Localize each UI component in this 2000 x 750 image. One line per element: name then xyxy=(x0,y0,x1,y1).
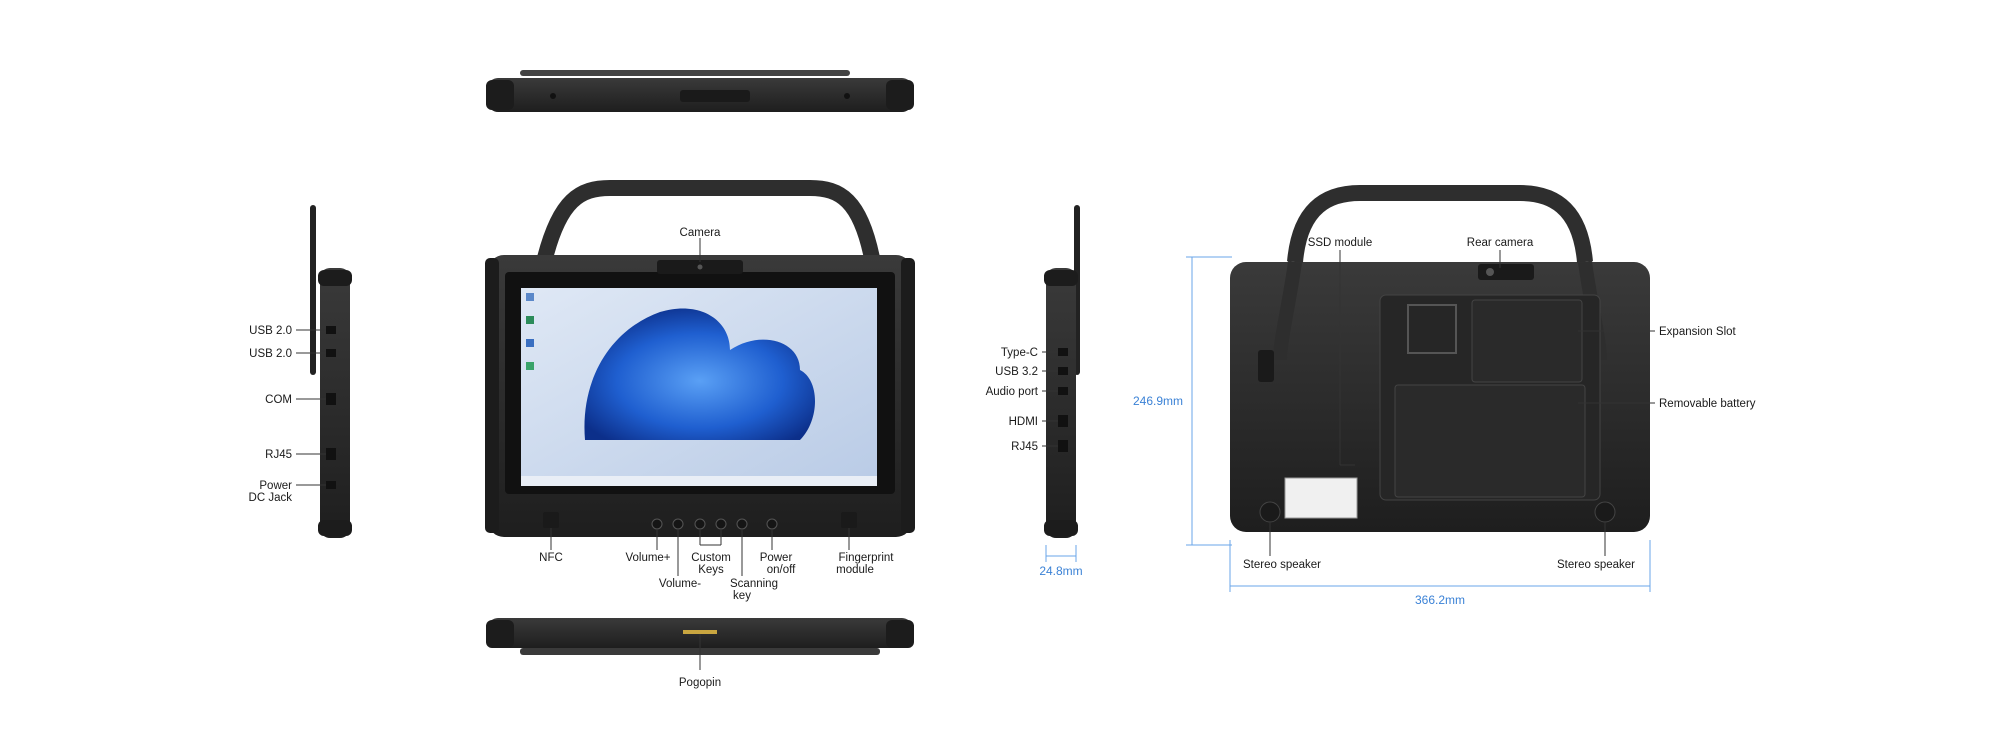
top-view xyxy=(486,70,914,112)
rj45-port xyxy=(1058,440,1068,452)
fingerprint-label-2: module xyxy=(836,564,874,576)
width-dimension: 366.2mm xyxy=(1415,593,1465,607)
expansion-slot-cover xyxy=(1471,299,1583,383)
height-dimension: 246.9mm xyxy=(1133,394,1183,408)
usb32-port xyxy=(1058,367,1068,375)
typec-label: Type-C xyxy=(1001,347,1038,359)
top-vent xyxy=(680,90,750,102)
speaker-right xyxy=(1594,501,1616,523)
audio-label: Audio port xyxy=(986,386,1039,398)
rj45-left-label: RJ45 xyxy=(265,449,292,461)
desktop-icon xyxy=(526,362,534,370)
custom-keys-label-2: Keys xyxy=(698,564,724,576)
power-label-1: Power xyxy=(760,552,793,564)
pogopin-connector xyxy=(683,630,717,634)
camera-label: Camera xyxy=(680,227,722,239)
logo-mark xyxy=(1407,304,1457,354)
power-dc-label-1: Power xyxy=(259,480,292,492)
expansion-label: Expansion Slot xyxy=(1659,326,1737,338)
carry-handle xyxy=(537,180,880,261)
custom-keys-label-1: Custom xyxy=(691,552,731,564)
com-port xyxy=(326,393,336,405)
speaker-left-label: Stereo speaker xyxy=(1243,559,1321,571)
nfc-pad xyxy=(543,512,559,528)
scanning-key-label-2: key xyxy=(733,590,751,602)
ssd-label: SSD module xyxy=(1308,237,1373,249)
usb-port xyxy=(326,349,336,357)
antenna xyxy=(310,205,316,375)
volume-plus-label: Volume+ xyxy=(625,552,670,564)
back-view xyxy=(1230,185,1650,532)
desktop-icon xyxy=(526,316,534,324)
rear-camera-lens-icon xyxy=(1486,268,1494,276)
hdmi-port xyxy=(1058,415,1068,427)
fingerprint-sensor xyxy=(841,512,857,528)
right-side-view xyxy=(1044,205,1080,538)
thickness-dimension: 24.8mm xyxy=(1039,564,1082,578)
volume-minus-button[interactable] xyxy=(672,518,684,530)
hdmi-label: HDMI xyxy=(1009,416,1038,428)
windows-bloom-wallpaper xyxy=(584,308,815,440)
volume-minus-label: Volume- xyxy=(659,578,701,590)
scanning-key[interactable] xyxy=(736,518,748,530)
audio-port xyxy=(1058,387,1068,395)
taskbar xyxy=(521,476,877,486)
power-dc-label-2: DC Jack xyxy=(249,492,293,504)
camera-lens-icon xyxy=(697,264,703,270)
battery-cover xyxy=(1394,384,1586,498)
scanning-key-label-1: Scanning xyxy=(730,578,778,590)
usb32-label: USB 3.2 xyxy=(995,366,1038,378)
pogopin-label: Pogopin xyxy=(679,677,721,689)
front-view xyxy=(485,180,915,537)
rj45-right-label: RJ45 xyxy=(1011,441,1038,453)
dc-jack xyxy=(326,481,336,489)
product-label xyxy=(1284,477,1358,519)
rear-camera-label: Rear camera xyxy=(1467,237,1534,249)
custom-key-2[interactable] xyxy=(715,518,727,530)
speaker-left xyxy=(1259,501,1281,523)
fingerprint-label-1: Fingerprint xyxy=(839,552,895,564)
left-side-view xyxy=(310,205,352,538)
rear-handle xyxy=(1287,185,1593,263)
desktop-icon xyxy=(526,293,534,301)
type-c-port xyxy=(1058,348,1068,356)
power-label-2: on/off xyxy=(767,564,796,576)
volume-plus-button[interactable] xyxy=(651,518,663,530)
nfc-label: NFC xyxy=(539,552,563,564)
callout-lines xyxy=(296,238,1655,670)
usb-port xyxy=(326,326,336,334)
battery-label: Removable battery xyxy=(1659,398,1756,410)
rear-camera-housing xyxy=(1478,264,1534,280)
labels: Camera NFC Volume+ Volume- Custom Keys S… xyxy=(249,227,1756,689)
speaker-right-label: Stereo speaker xyxy=(1557,559,1635,571)
usb1-label: USB 2.0 xyxy=(249,325,292,337)
desktop-icon xyxy=(526,339,534,347)
dimension-lines xyxy=(1045,256,1651,592)
custom-key-1[interactable] xyxy=(694,518,706,530)
usb2-label: USB 2.0 xyxy=(249,348,292,360)
com-label: COM xyxy=(265,394,292,406)
power-button[interactable] xyxy=(766,518,778,530)
rj45-port xyxy=(326,448,336,460)
